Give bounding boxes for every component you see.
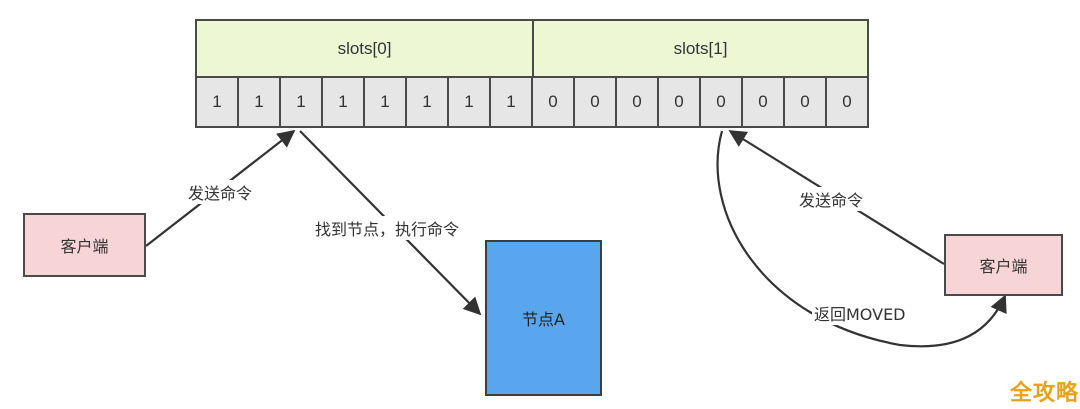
slot-bit-cell: 1 xyxy=(363,76,407,128)
slot-bit-cell: 1 xyxy=(321,76,365,128)
slot-bit-cell: 1 xyxy=(279,76,323,128)
left-client-label: 客户端 xyxy=(60,237,109,256)
right-send-command-label: 发送命令 xyxy=(797,187,866,211)
right-client-box: 客户端 xyxy=(944,234,1063,296)
slot-bit-cell: 0 xyxy=(783,76,827,128)
slot-bit-cell: 1 xyxy=(405,76,449,128)
slot-bit-cell: 0 xyxy=(573,76,617,128)
moved-arrow xyxy=(716,130,1007,348)
slot-bit-cell: 1 xyxy=(489,76,533,128)
right-client-label: 客户端 xyxy=(979,257,1028,276)
slot-bit-cell: 0 xyxy=(741,76,785,128)
slot-bit-cell: 0 xyxy=(615,76,659,128)
slot-bit-cell: 0 xyxy=(699,76,743,128)
slot-bit-row: 1 1 1 1 1 1 1 1 0 0 0 0 0 0 0 0 xyxy=(195,76,869,128)
slot-bit-cell: 0 xyxy=(825,76,869,128)
slot-bit-cell: 0 xyxy=(657,76,701,128)
find-node-execute-label: 找到节点，执行命令 xyxy=(313,216,462,240)
left-send-command-label: 发送命令 xyxy=(186,180,255,204)
slot-bit-cell: 1 xyxy=(237,76,281,128)
slots-0-label: slots[0] xyxy=(337,38,392,58)
slot-bit-cell: 1 xyxy=(195,76,239,128)
slots-0-header: slots[0] xyxy=(195,19,534,78)
slot-bit-cell: 1 xyxy=(447,76,491,128)
node-a-label: 节点A xyxy=(522,310,565,329)
slot-bit-cell: 0 xyxy=(531,76,575,128)
slots-1-label: slots[1] xyxy=(673,38,728,58)
node-a-box: 节点A xyxy=(485,240,602,396)
slots-1-header: slots[1] xyxy=(532,19,869,78)
return-moved-label: 返回MOVED xyxy=(812,301,908,325)
watermark: 全攻略 xyxy=(1010,381,1080,406)
left-client-box: 客户端 xyxy=(23,213,146,277)
